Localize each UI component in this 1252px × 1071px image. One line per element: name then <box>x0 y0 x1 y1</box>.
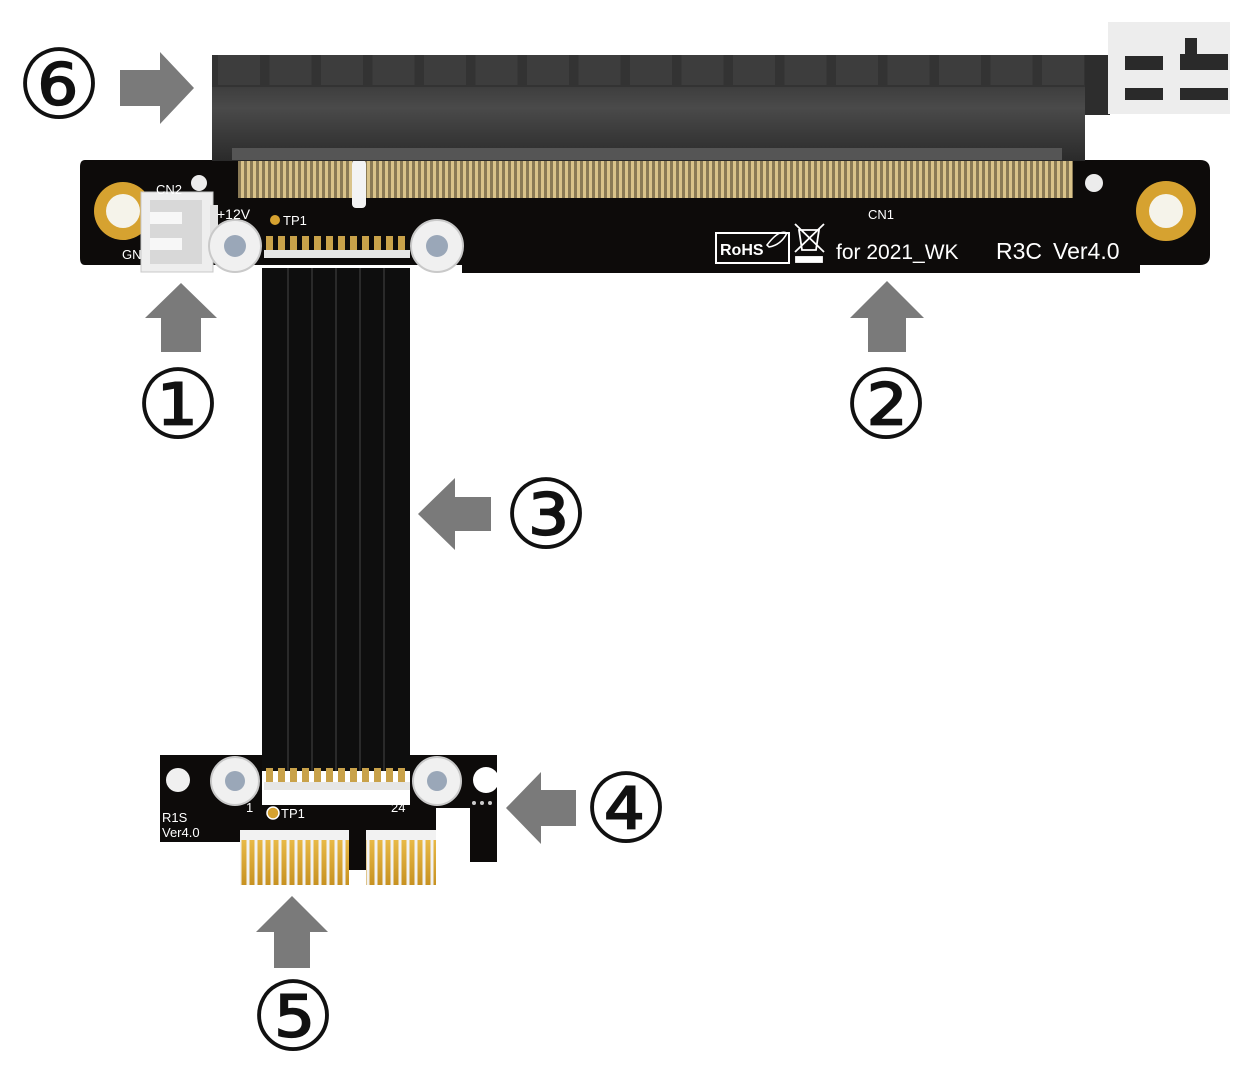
callout-4: ④ <box>583 753 669 865</box>
model-label: R3C <box>996 238 1042 264</box>
solder-pad <box>374 236 381 250</box>
callout-3: ③ <box>503 459 589 571</box>
solder-pad <box>398 768 405 782</box>
solder-pad <box>338 768 345 782</box>
pin-last-label: 24 <box>391 800 405 815</box>
slot-rib <box>733 55 775 85</box>
voltage-label: +12V <box>217 206 251 222</box>
slot-rib <box>475 55 518 85</box>
rohs-logo: RoHS <box>715 231 790 264</box>
ground-label: GN <box>122 247 142 262</box>
callouts: ⑥ ① ② ③ ④ ⑤ <box>16 29 929 1071</box>
slot-rib <box>321 55 363 85</box>
cn2-label: CN2 <box>156 182 182 197</box>
small-hole <box>191 175 207 191</box>
callout-6: ⑥ <box>16 29 102 141</box>
slot-rib <box>372 55 415 85</box>
solder-pad <box>266 236 273 250</box>
weee-bin-icon <box>794 223 825 263</box>
cable-clamp <box>264 250 410 258</box>
version-label: Ver4.0 <box>1053 238 1120 264</box>
slot-rib <box>784 55 827 85</box>
slot-rib <box>1042 55 1084 85</box>
solder-pad <box>326 236 333 250</box>
arrow-up-2 <box>850 281 924 352</box>
cn2-power-connector <box>140 191 218 273</box>
arrow-up-1 <box>145 283 217 352</box>
slot-rib <box>527 55 569 85</box>
solder-pad <box>302 768 309 782</box>
solder-pad <box>278 768 285 782</box>
slot-rib <box>269 55 312 85</box>
x1-gold-fingers <box>240 830 436 885</box>
solder-pad <box>314 236 321 250</box>
slot-pins <box>238 160 1073 198</box>
slot-rib <box>887 55 930 85</box>
pcie-x16-slot <box>212 22 1230 161</box>
arrow-right-6 <box>120 52 194 124</box>
solder-pad <box>350 768 357 782</box>
pin-first-label: 1 <box>246 800 253 815</box>
x1-board: R1S Ver4.0 1 TP1 24 <box>160 755 499 885</box>
solder-pad <box>302 236 309 250</box>
arrow-up-5 <box>256 896 328 968</box>
arrow-left-4 <box>506 772 576 844</box>
solder-pad <box>398 236 405 250</box>
slot-rib <box>939 55 981 85</box>
callout-2: ② <box>843 349 929 461</box>
slot-rib <box>578 55 621 85</box>
solder-pad <box>290 768 297 782</box>
solder-pad <box>386 236 393 250</box>
tp1-label: TP1 <box>283 213 307 228</box>
solder-pad <box>362 236 369 250</box>
solder-pad <box>326 768 333 782</box>
solder-pad <box>266 768 273 782</box>
solder-pad <box>278 236 285 250</box>
x1-version-label: Ver4.0 <box>162 825 200 840</box>
cable-solder-pads <box>264 236 410 258</box>
arrows <box>120 52 924 968</box>
solder-pad <box>314 768 321 782</box>
cn1-label: CN1 <box>868 207 894 222</box>
small-hole <box>1085 174 1103 192</box>
slot-rib <box>836 55 878 85</box>
arrow-left-3 <box>418 478 491 550</box>
x1-tp1-label: TP1 <box>281 806 305 821</box>
slot-rib <box>630 55 672 85</box>
x1-model-label: R1S <box>162 810 188 825</box>
solder-pad <box>338 236 345 250</box>
solder-pad <box>386 768 393 782</box>
slot-latch <box>1085 55 1110 115</box>
solder-pad <box>350 236 357 250</box>
cable-solder-pads <box>264 768 410 790</box>
callout-1: ① <box>135 349 221 461</box>
slot-rib <box>218 55 260 85</box>
svg-text:RoHS: RoHS <box>720 242 764 259</box>
solder-pad <box>374 768 381 782</box>
slot-rib <box>681 55 724 85</box>
ribbon-cable <box>262 268 410 771</box>
callout-5: ⑤ <box>250 961 336 1071</box>
slot-rib <box>424 55 466 85</box>
cable-clamp <box>264 782 410 790</box>
solder-pad <box>290 236 297 250</box>
solder-pad <box>362 768 369 782</box>
main-board: CN2 +12V GN TP1 CN1 RoHS for 2021_WK R3C… <box>80 22 1230 273</box>
tagline: for 2021_WK <box>836 241 959 264</box>
slot-rib <box>990 55 1033 85</box>
